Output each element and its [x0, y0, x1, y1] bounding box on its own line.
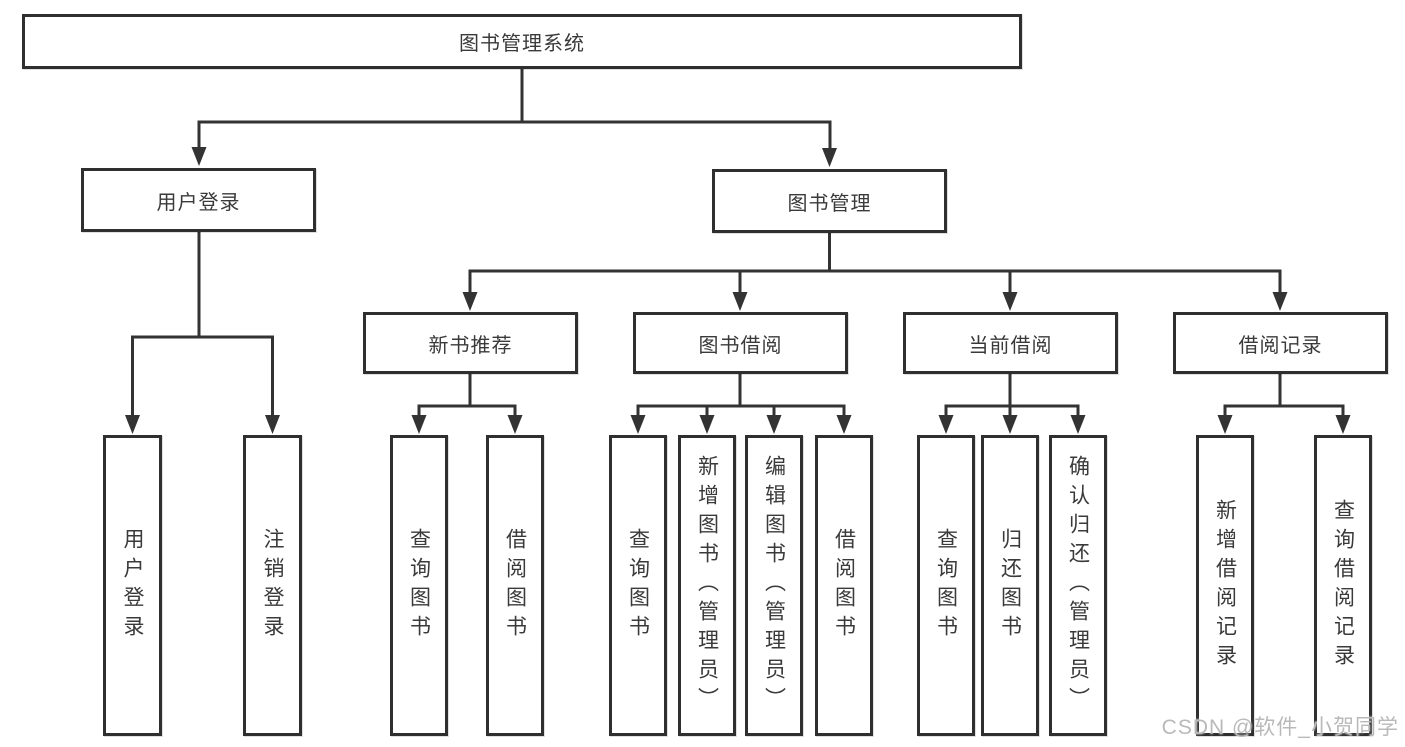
node-new-book-recommend-label: 新书推荐: [428, 334, 513, 357]
leaf-records-add-record-label: 新增借阅记录: [1213, 498, 1237, 673]
csdn-watermark: CSDN @软件_小贺同学: [1161, 716, 1399, 739]
leaf-logout: 注销登录: [243, 435, 302, 736]
node-user-login: 用户登录: [81, 168, 316, 232]
leaf-records-query-record: 查询借阅记录: [1314, 435, 1372, 736]
leaf-current-query-books-label: 查询图书: [934, 527, 958, 644]
node-root: 图书管理系统: [22, 14, 1022, 69]
leaf-current-return-books: 归还图书: [981, 435, 1039, 736]
leaf-borrowing-edit-books-admin-label: 编辑图书（管理员）: [762, 455, 786, 716]
leaf-user-login-label: 用户登录: [121, 527, 144, 644]
leaf-current-return-books-label: 归还图书: [998, 527, 1022, 644]
node-book-management-label: 图书管理: [787, 192, 872, 215]
node-current-borrowing-label: 当前借阅: [968, 334, 1053, 357]
node-user-login-label: 用户登录: [156, 191, 241, 214]
node-borrowing-records-label: 借阅记录: [1238, 334, 1323, 357]
leaf-borrowing-edit-books-admin: 编辑图书（管理员）: [745, 435, 803, 736]
leaf-borrowing-query-books: 查询图书: [609, 435, 667, 736]
leaf-current-query-books: 查询图书: [917, 435, 975, 736]
node-book-borrowing-label: 图书借阅: [698, 334, 783, 357]
leaf-recommend-query-books-label: 查询图书: [407, 527, 431, 644]
leaf-current-confirm-return-admin-label: 确认归还（管理员）: [1066, 455, 1090, 716]
leaf-current-confirm-return-admin: 确认归还（管理员）: [1049, 435, 1107, 736]
leaf-records-add-record: 新增借阅记录: [1196, 435, 1254, 736]
node-current-borrowing: 当前借阅: [903, 312, 1118, 374]
leaf-logout-label: 注销登录: [261, 527, 284, 644]
leaf-recommend-borrow-books: 借阅图书: [486, 435, 544, 736]
node-book-management: 图书管理: [712, 169, 947, 233]
node-root-label: 图书管理系统: [459, 33, 585, 55]
node-book-borrowing: 图书借阅: [633, 312, 848, 374]
node-borrowing-records: 借阅记录: [1173, 312, 1388, 374]
leaf-borrowing-add-books-admin: 新增图书（管理员）: [678, 435, 736, 736]
leaf-borrowing-borrow-books: 借阅图书: [815, 435, 873, 736]
leaf-borrowing-borrow-books-label: 借阅图书: [832, 527, 856, 644]
leaf-recommend-borrow-books-label: 借阅图书: [503, 527, 527, 644]
leaf-borrowing-query-books-label: 查询图书: [626, 527, 650, 644]
node-new-book-recommend: 新书推荐: [363, 312, 578, 374]
leaf-borrowing-add-books-admin-label: 新增图书（管理员）: [695, 455, 719, 716]
leaf-records-query-record-label: 查询借阅记录: [1331, 498, 1355, 673]
leaf-user-login: 用户登录: [103, 435, 162, 736]
leaf-recommend-query-books: 查询图书: [390, 435, 448, 736]
